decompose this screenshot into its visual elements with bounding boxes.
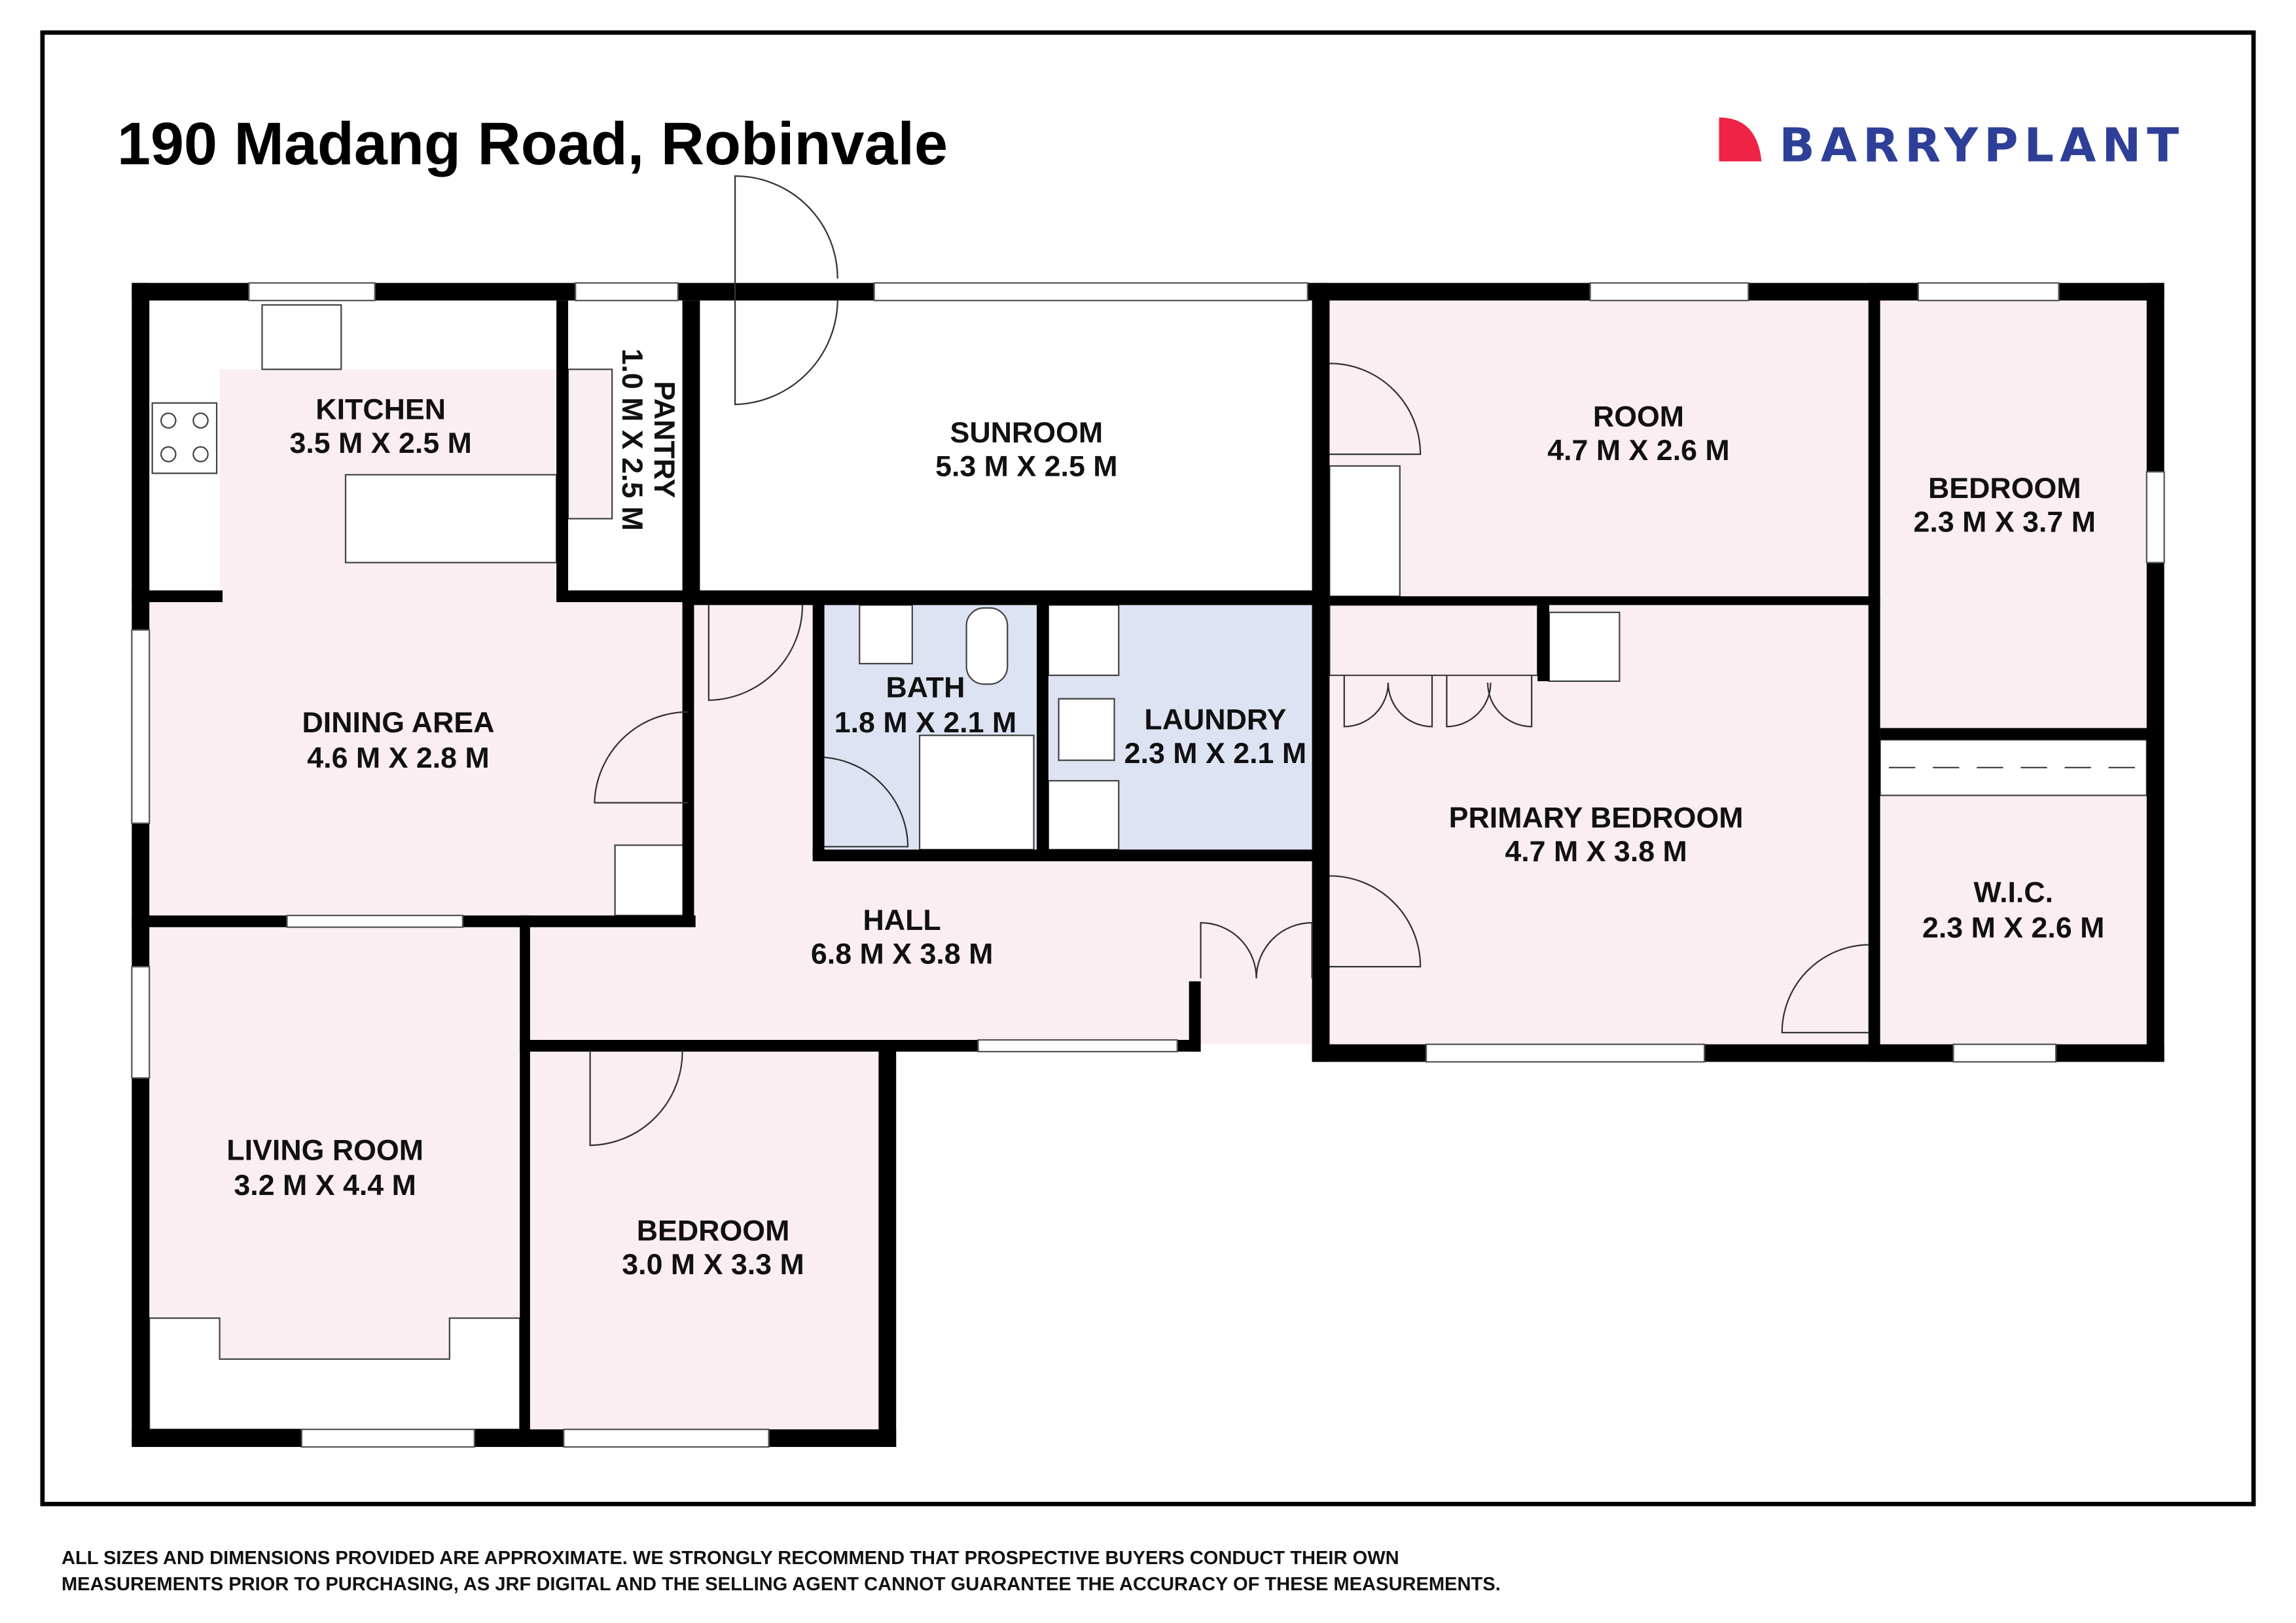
room-dims-hall: 6.8 M X 3.8 M [811,938,993,971]
doors [589,175,2141,1147]
room-fills [149,300,2147,1431]
disclaimer-line-2: MEASUREMENTS PRIOR TO PURCHASING, AS JRF… [62,1574,1501,1595]
room-name-bath: BATH [886,671,965,704]
room-dims-living: 3.2 M X 4.4 M [234,1169,416,1202]
toilet-icon [965,607,1009,685]
room-dims-bath: 1.8 M X 2.1 M [834,706,1016,739]
room-name-dining: DINING AREA [302,706,494,739]
room-dims-room: 4.7 M X 2.6 M [1547,434,1729,467]
front-door-icon [734,175,838,301]
room-name-sunroom: SUNROOM [950,416,1103,449]
room-name-room: ROOM [1593,401,1684,433]
room-dims-primary-bedroom: 4.7 M X 3.8 M [1505,835,1687,868]
room-dims-laundry: 2.3 M X 2.1 M [1124,737,1306,770]
room-name-pantry: PANTRY [648,381,681,498]
logo-mark-icon [1719,117,1762,162]
fixtures [151,304,1115,761]
page-border [40,30,2256,1507]
logo-text: BARRYPLANT [1779,118,2185,173]
laundry-tub-icon [1058,698,1115,761]
room-dims-wic: 2.3 M X 2.6 M [1922,911,2104,944]
room-name-living: LIVING ROOM [226,1133,423,1166]
logo: BARRYPLANT [1719,117,2185,173]
room-dims-pantry: 1.0 M X 2.5 M [616,349,649,531]
room-name-primary-bedroom: PRIMARY BEDROOM [1449,802,1744,834]
room-name-kitchen: KITCHEN [315,393,446,425]
room-dims-bedroom-right: 2.3 M X 3.7 M [1914,506,2096,539]
room-dims-kitchen: 3.5 M X 2.5 M [289,427,471,459]
page-title: 190 Madang Road, Robinvale [117,111,948,177]
sink-icon [261,304,342,370]
disclaimer-line-1: ALL SIZES AND DIMENSIONS PROVIDED ARE AP… [62,1548,1399,1569]
room-dims-dining: 4.6 M X 2.8 M [307,741,489,774]
room-name-wic: W.I.C. [1973,876,2053,909]
cooktop-icon [151,402,218,474]
room-labels: KITCHEN 3.5 M X 2.5 M PANTRY 1.0 M X 2.5… [226,349,2104,1281]
room-name-laundry: LAUNDRY [1144,704,1286,736]
room-name-bedroom-bottom: BEDROOM [637,1215,790,1247]
basin-icon [859,604,913,665]
windows [131,282,2165,1448]
room-name-bedroom-right: BEDROOM [1928,472,2081,505]
room-dims-bedroom-bottom: 3.0 M X 3.3 M [622,1248,804,1281]
room-dims-sunroom: 5.3 M X 2.5 M [935,450,1117,483]
room-name-hall: HALL [863,904,941,936]
